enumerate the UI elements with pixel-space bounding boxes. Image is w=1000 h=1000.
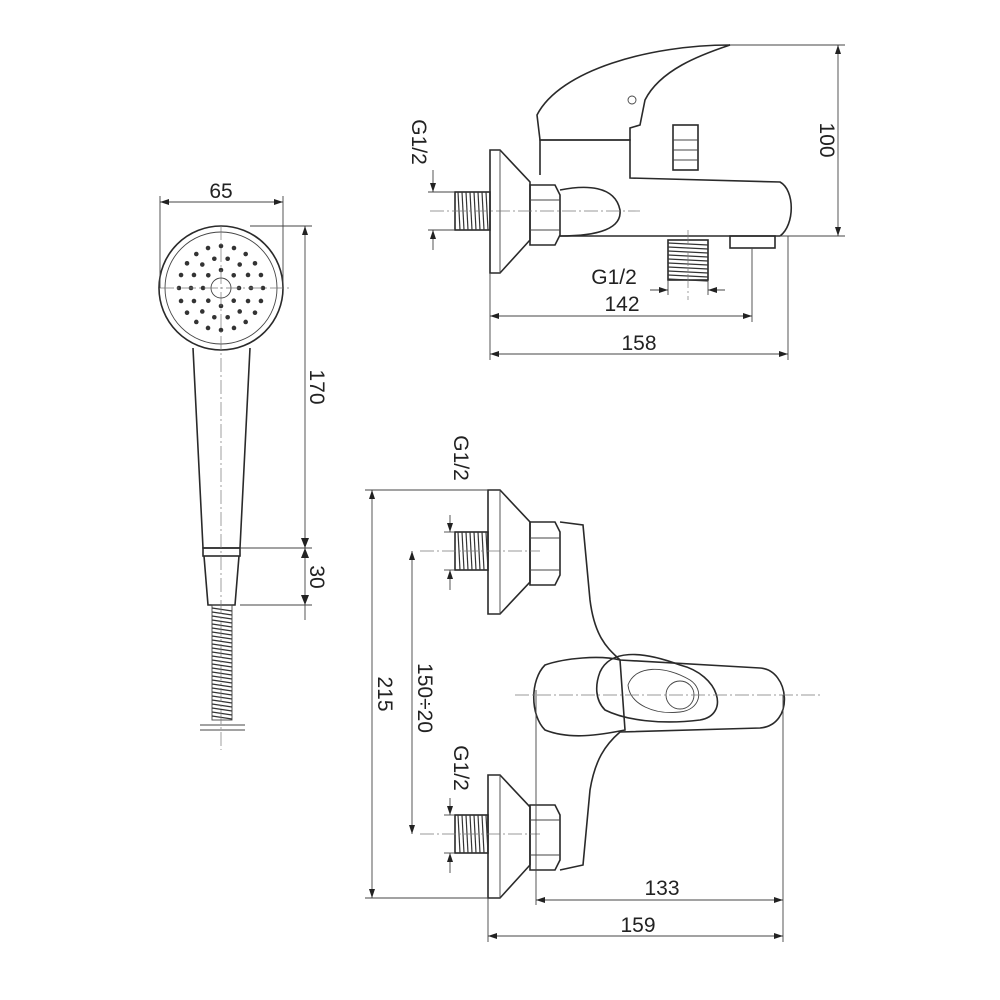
spray-hole (225, 256, 230, 262)
spray-hole (243, 319, 248, 325)
spray-hole (191, 272, 197, 278)
dim-front-total-height: 215 (373, 676, 396, 711)
spray-hole (205, 272, 211, 278)
dim-top-outlet-distance: 142 (604, 293, 639, 316)
spray-holes (176, 243, 266, 333)
spray-hole (212, 314, 217, 320)
spray-hole (200, 285, 206, 291)
mixer-front-view: G1/2 G1/2 150÷20 215 133 159 (365, 435, 820, 942)
spray-hole (252, 310, 258, 315)
spray-hole (205, 298, 211, 304)
spray-hole (194, 319, 199, 325)
spray-hole (243, 251, 248, 257)
dim-handset-height: 170 (305, 369, 328, 404)
dim-top-outlet-thread: G1/2 (591, 266, 637, 289)
spray-hole (191, 298, 197, 304)
spray-hole (205, 245, 211, 251)
hand-shower-view: 65 170 30 (158, 180, 328, 750)
spray-hole (237, 262, 243, 267)
spray-hole (178, 298, 184, 304)
spray-hole (184, 261, 190, 266)
spray-hole (205, 325, 211, 331)
spray-hole (199, 262, 205, 267)
spray-hole (218, 327, 224, 333)
mixer-side-view: 100 G1/2 G1/2 142 158 (407, 44, 845, 360)
dim-front-total-length: 159 (620, 914, 655, 937)
dim-front-upper-thread: G1/2 (449, 435, 472, 481)
spray-hole (260, 285, 266, 291)
dim-front-lower-thread: G1/2 (449, 745, 472, 791)
spray-hole (184, 310, 190, 315)
spray-hole (194, 251, 199, 257)
spray-hole (245, 272, 251, 278)
dim-front-center-distance: 150÷20 (413, 663, 436, 733)
spray-hole (258, 298, 264, 304)
dim-handset-neck: 30 (305, 565, 328, 588)
spray-hole (178, 272, 184, 278)
spray-hole (199, 309, 205, 314)
spray-hole (231, 272, 237, 278)
dim-handset-width: 65 (209, 180, 232, 203)
spray-hole (245, 298, 251, 304)
dim-top-height: 100 (815, 122, 838, 157)
dim-front-lever-length: 133 (644, 877, 679, 900)
spray-hole (258, 272, 264, 278)
spray-hole (231, 325, 237, 331)
hose (211, 607, 233, 720)
spray-hole (252, 261, 258, 266)
spray-hole (218, 243, 224, 249)
spray-hole (231, 298, 237, 304)
spray-hole (225, 314, 230, 320)
dim-top-inlet-thread: G1/2 (407, 119, 430, 165)
spray-hole (212, 256, 217, 262)
spray-hole (237, 309, 243, 314)
dim-top-total-length: 158 (621, 332, 656, 355)
spray-hole (231, 245, 237, 251)
